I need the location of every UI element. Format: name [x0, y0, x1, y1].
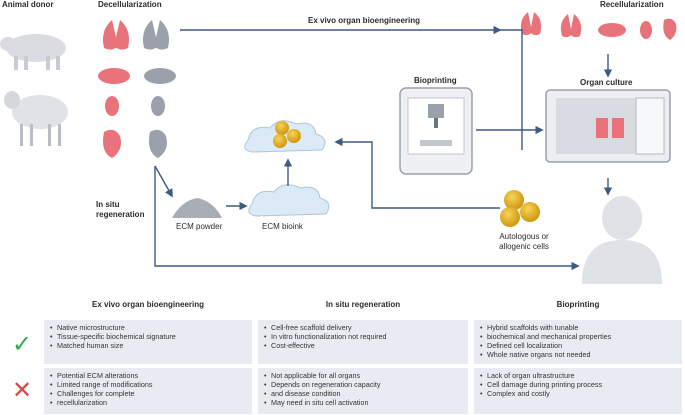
cons-in-situ: Not applicable for all organs Depends on… — [258, 368, 468, 414]
check-icon: ✓ — [12, 331, 33, 358]
list-item: In vitro functionalization not required — [264, 332, 462, 341]
liver-grey-icon — [144, 68, 176, 84]
in-situ-label: In situ — [96, 200, 120, 209]
col-header-in-situ: In situ regeneration — [325, 300, 401, 309]
list-item: Matched human size — [50, 341, 246, 350]
heart-grey-icon — [149, 129, 167, 158]
organ-culture-label: Organ culture — [580, 78, 633, 87]
flow-arrows — [154, 25, 613, 271]
lungs-red-icon — [103, 20, 129, 50]
list-item: Hybrid scaffolds with tunable — [480, 323, 676, 332]
list-item: Lack of organ ultrastructure — [480, 371, 676, 380]
list-item: Cell damage during printing process — [480, 380, 676, 389]
list-item: Challenges for complete — [50, 389, 246, 398]
cross-icon: ✕ — [12, 377, 33, 404]
workflow-diagram — [0, 12, 677, 284]
list-item: and disease condition — [264, 389, 462, 398]
recellularized-organs-icon — [520, 12, 677, 40]
heart-red-icon — [103, 129, 121, 158]
kidney-grey-icon — [151, 96, 165, 116]
cells-cluster-top — [273, 121, 301, 148]
ecm-bioink-cloud — [248, 184, 330, 217]
ecm-bioink-label: ECM bioink — [262, 222, 303, 231]
ex-vivo-label: Ex vivo organ bioengineering — [308, 16, 421, 25]
pros-in-situ: Cell-free scaffold delivery In vitro fun… — [258, 320, 468, 364]
list-item: Tissue-specific biochemical signature — [50, 332, 246, 341]
list-item: Depends on regeneration capacity — [264, 380, 462, 389]
list-item: Complex and costly — [480, 389, 676, 398]
cells-label-line1: Autologous or — [499, 232, 549, 241]
comparison-table: Ex vivo organ bioengineering In situ reg… — [0, 300, 685, 415]
list-item: Whole native organs not needed — [480, 350, 676, 359]
list-item: biochemical and mechanical properties — [480, 332, 676, 341]
ecm-powder-label: ECM powder — [176, 222, 223, 231]
pros-ex-vivo: Native microstructure Tissue-specific bi… — [44, 320, 252, 364]
decellularization-label: Decellularization — [98, 0, 162, 9]
list-item: Potential ECM alterations — [50, 371, 246, 380]
bioprinting-label: Bioprinting — [414, 76, 457, 85]
list-item: May need in situ cell activation — [264, 398, 462, 407]
col-header-ex-vivo: Ex vivo organ bioengineering — [91, 300, 205, 309]
cells-cluster-bottom — [500, 190, 540, 227]
liver-red-icon — [98, 68, 130, 84]
pig-icon — [0, 34, 66, 70]
list-item: Cost-effective — [264, 341, 462, 350]
list-item: Defined cell localization — [480, 341, 676, 350]
cons-bioprinting: Lack of organ ultrastructure Cell damage… — [474, 368, 682, 414]
recellularization-label: Recellularization — [600, 0, 664, 9]
list-item: Native microstructure — [50, 323, 246, 332]
kidney-red-icon — [105, 96, 119, 116]
pros-bioprinting: Hybrid scaffolds with tunable biochemica… — [474, 320, 682, 364]
regeneration-label: regeneration — [96, 210, 145, 219]
incubator-icon — [545, 89, 671, 163]
cons-ex-vivo: Potential ECM alterations Limited range … — [44, 368, 252, 414]
bioprinter-icon — [399, 87, 473, 175]
human-silhouette-icon — [582, 196, 662, 284]
ecm-powder-pile — [172, 198, 222, 218]
list-item: Not applicable for all organs — [264, 371, 462, 380]
col-header-bioprinting: Bioprinting — [556, 300, 600, 309]
list-item: recellularization — [50, 398, 246, 407]
cells-label-line2: allogenic cells — [499, 242, 549, 251]
sheep-icon — [4, 91, 68, 146]
lungs-grey-icon — [143, 20, 169, 50]
animal-donor-label: Animal donor — [2, 0, 54, 9]
list-item: Limited range of modifications — [50, 380, 246, 389]
list-item: Cell-free scaffold delivery — [264, 323, 462, 332]
